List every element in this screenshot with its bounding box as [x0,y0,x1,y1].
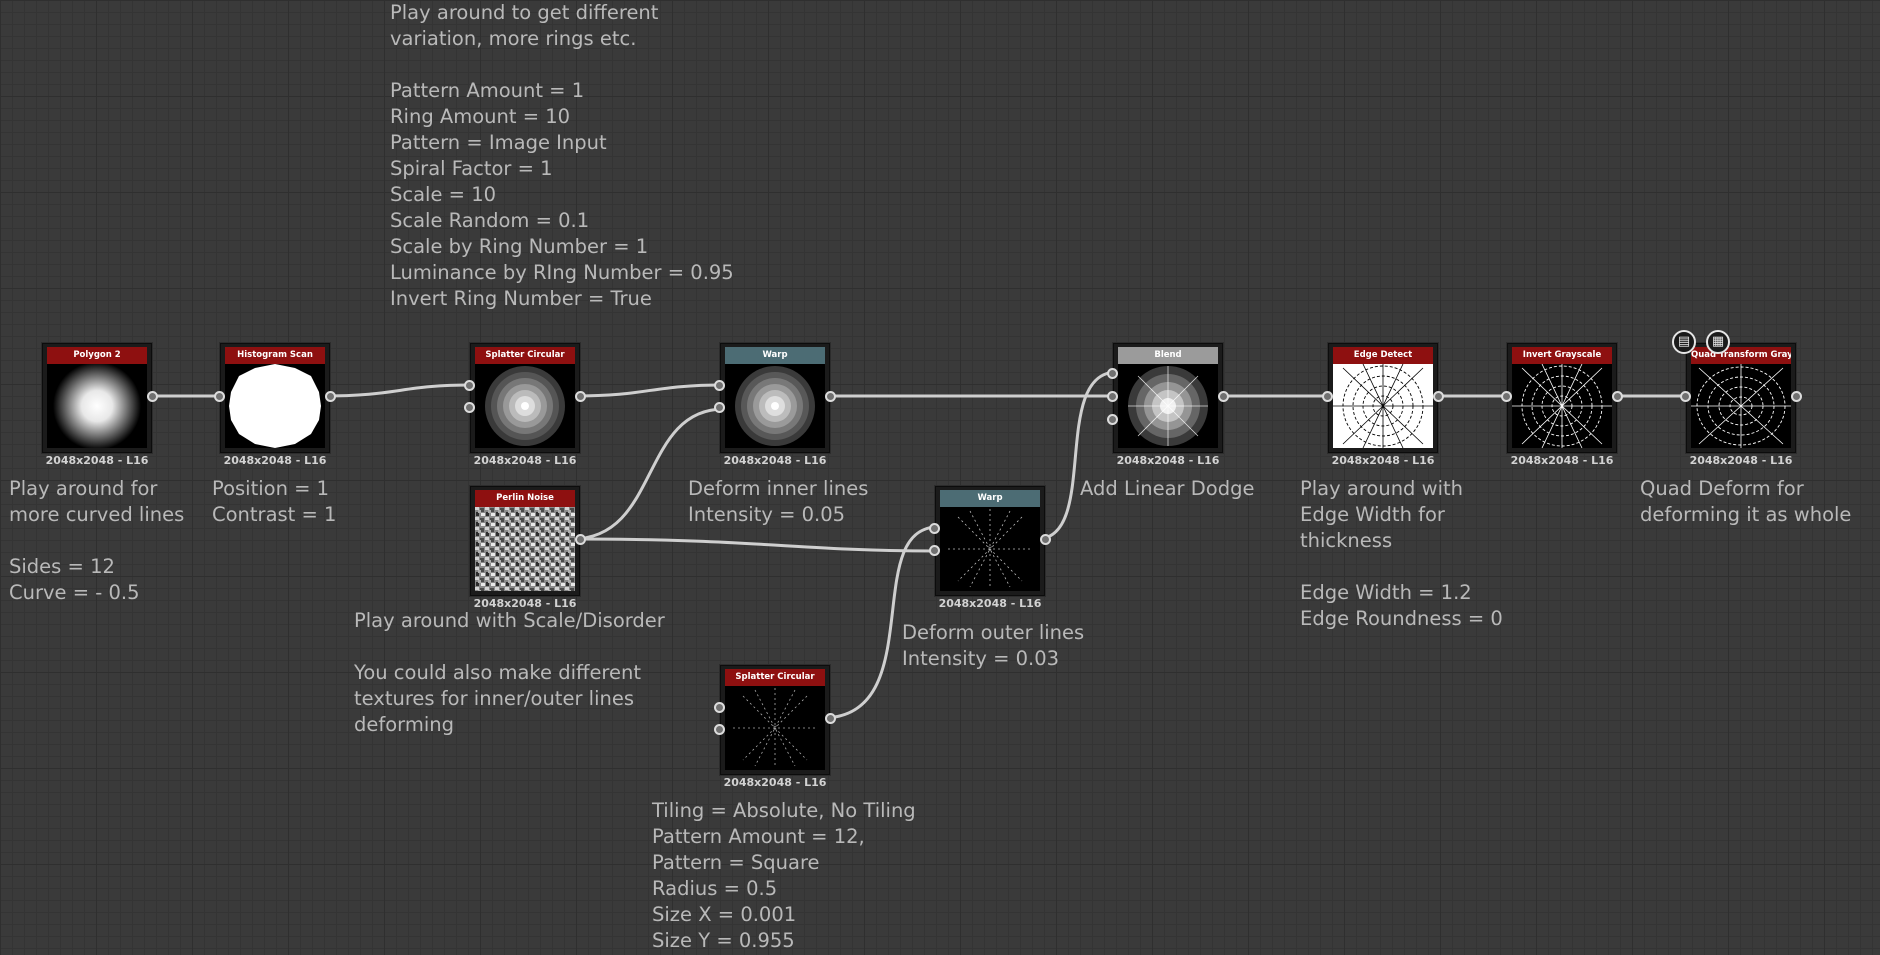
node-thumbnail [1333,364,1433,448]
node-thumbnail [1512,364,1612,448]
node-resolution: 2048x2048 - L16 [45,454,149,467]
node-perlin-noise[interactable]: Perlin Noise 2048x2048 - L16 [470,486,586,610]
output-port[interactable] [575,391,586,402]
node-resolution: 2048x2048 - L16 [1331,454,1435,467]
output-port[interactable] [1612,391,1623,402]
node-resolution: 2048x2048 - L16 [1510,454,1614,467]
input-port[interactable] [929,545,940,556]
input-port[interactable] [1107,414,1118,425]
input-port[interactable] [214,391,225,402]
node-thumbnail [725,686,825,770]
wire-splatter2-warp2 [821,525,939,720]
node-blend[interactable]: Blend 2048x2048 - L16 [1107,343,1229,467]
comment-polygon: Play around for more curved lines Sides … [9,477,185,604]
node-title: Polygon 2 [47,347,147,364]
node-edge-detect[interactable]: Edge Detect 2048x2048 - L16 [1322,343,1444,467]
input-port[interactable] [1107,391,1118,402]
output-port[interactable] [575,534,586,545]
input-port[interactable] [1501,391,1512,402]
node-title: Edge Detect [1333,347,1433,364]
node-title: Warp [940,490,1040,507]
input-port[interactable] [464,380,475,391]
node-histogram-scan[interactable]: Histogram Scan 2048x2048 - L16 [214,343,336,467]
input-port[interactable] [1680,391,1691,402]
node-resolution: 2048x2048 - L16 [223,454,327,467]
node-thumbnail [225,364,325,448]
input-port[interactable] [929,523,940,534]
comment-blend: Add Linear Dodge [1080,477,1255,500]
input-port[interactable] [714,402,725,413]
node-resolution: 2048x2048 - L16 [938,597,1042,610]
wire-perlin-warp2 [571,537,939,553]
wire-warp2-blend [1036,370,1118,541]
node-title: Quad Transform Grays... [1691,347,1791,364]
node-thumbnail [1691,364,1791,448]
node-title: Histogram Scan [225,347,325,364]
input-port[interactable] [1107,368,1118,379]
document-icon[interactable]: ▤ [1672,330,1696,354]
input-port[interactable] [1322,391,1333,402]
comment-edge: Play around with Edge Width for thicknes… [1300,477,1503,630]
wire-histogram-splatter [321,383,473,398]
node-thumbnail [725,364,825,448]
node-resolution: 2048x2048 - L16 [723,454,827,467]
node-thumbnail [1118,364,1218,448]
comment-splatter2: Tiling = Absolute, No Tiling Pattern Amo… [652,799,916,952]
checker-icon[interactable]: ▦ [1706,330,1730,354]
output-port[interactable] [825,713,836,724]
node-title: Blend [1118,347,1218,364]
node-resolution: 2048x2048 - L16 [1689,454,1793,467]
wire-splatter-warp [573,383,725,398]
input-port[interactable] [464,402,475,413]
comment-histogram: Position = 1 Contrast = 1 [212,477,337,526]
comment-quad: Quad Deform for deforming it as whole [1640,477,1852,526]
output-port[interactable] [325,391,336,402]
node-warp[interactable]: Warp 2048x2048 - L16 [929,486,1051,610]
output-port[interactable] [1040,534,1051,545]
node-thumbnail [47,364,147,448]
node-resolution: 2048x2048 - L16 [473,597,577,610]
node-quad-transform[interactable]: Quad Transform Grays... 2048x2048 - L16 [1680,343,1802,467]
comment-warp-inner: Deform inner lines Intensity = 0.05 [688,477,869,526]
node-thumbnail [475,364,575,448]
input-port[interactable] [714,724,725,735]
node-resolution: 2048x2048 - L16 [723,776,827,789]
node-thumbnail [940,507,1040,591]
output-port[interactable] [1791,391,1802,402]
node-title: Perlin Noise [475,490,575,507]
node-splatter-circular[interactable]: Splatter Circular 2048x2048 - L16 [714,665,836,789]
comment-perlin: Play around with Scale/Disorder You coul… [354,609,665,736]
node-resolution: 2048x2048 - L16 [1116,454,1220,467]
node-polygon-2[interactable]: Polygon 2 2048x2048 - L16 [42,343,158,467]
node-title: Splatter Circular [475,347,575,364]
output-port[interactable] [1433,391,1444,402]
input-port[interactable] [714,702,725,713]
comment-splatter-params: Play around to get different variation, … [390,1,734,310]
node-invert-grayscale[interactable]: Invert Grayscale 2048x2048 - L16 [1501,343,1623,467]
node-thumbnail [475,507,575,591]
node-title: Invert Grayscale [1512,347,1612,364]
node-resolution: 2048x2048 - L16 [473,454,577,467]
comment-warp-outer: Deform outer lines Intensity = 0.03 [902,621,1085,670]
wire-perlin-warp1 [571,407,725,541]
output-port[interactable] [825,391,836,402]
node-title: Warp [725,347,825,364]
node-title: Splatter Circular [725,669,825,686]
input-port[interactable] [714,380,725,391]
node-splatter-circular[interactable]: Splatter Circular 2048x2048 - L16 [464,343,586,467]
node-warp[interactable]: Warp 2048x2048 - L16 [714,343,836,467]
output-port[interactable] [147,391,158,402]
output-port[interactable] [1218,391,1229,402]
